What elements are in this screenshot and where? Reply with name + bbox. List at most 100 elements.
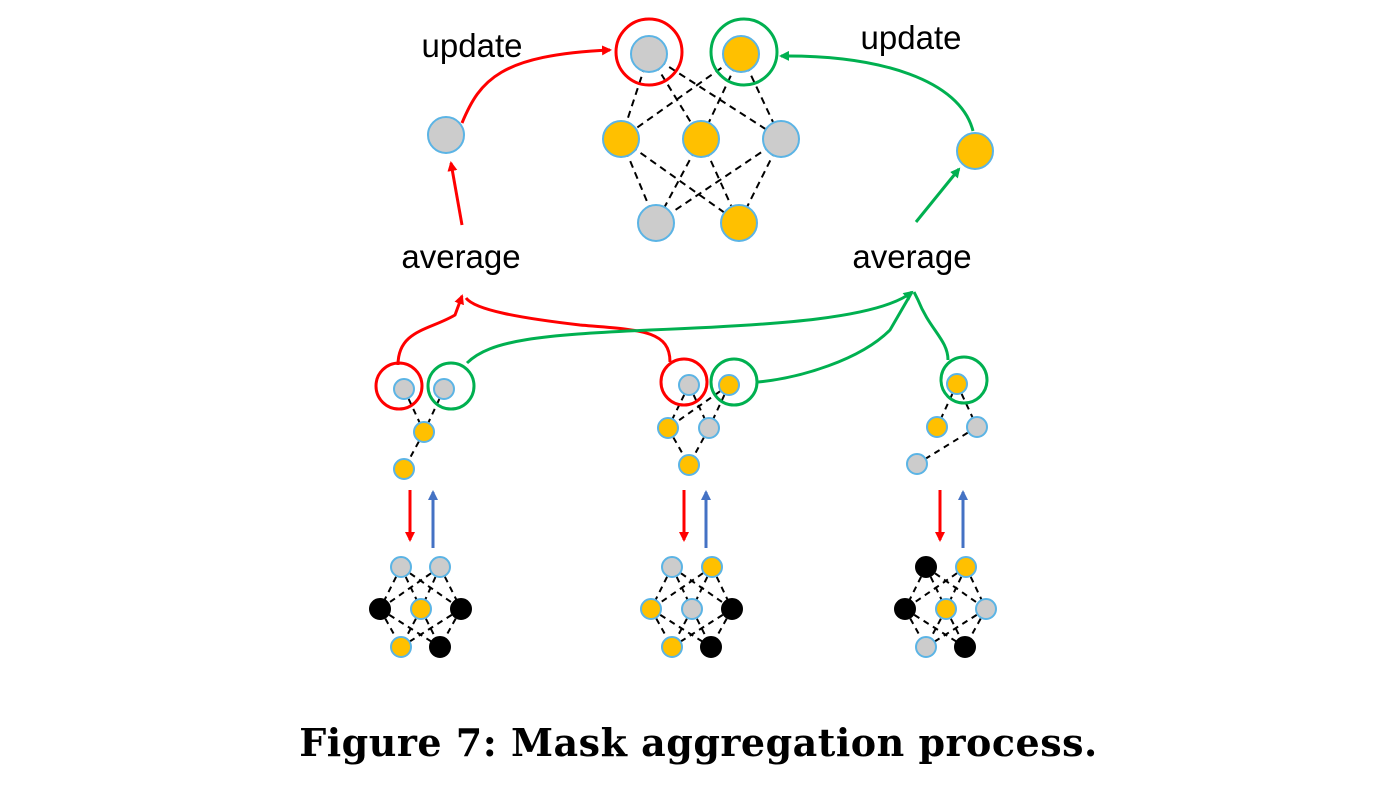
mask-node-gray	[678, 374, 700, 396]
net-edge	[650, 608, 712, 648]
collect-arrow-red-client2	[464, 296, 672, 363]
net-node-gray	[429, 556, 451, 578]
highlight-ring-red	[614, 17, 684, 87]
mask-edge	[936, 383, 958, 428]
global-node-gray	[762, 120, 800, 158]
average-label-left: average	[401, 238, 520, 275]
mask-node-yellow	[678, 454, 700, 476]
highlight-ring-green	[709, 17, 779, 87]
client3-mask	[906, 355, 989, 475]
global-node-yellow	[682, 120, 720, 158]
figure-caption: Figure 7: Mask aggregation process.	[299, 720, 1098, 765]
collect-arrow-green-client2	[757, 291, 914, 384]
update-label-right: update	[861, 19, 962, 56]
mask-node-yellow	[718, 374, 740, 396]
mask-edge	[423, 388, 445, 433]
net-edge	[379, 566, 441, 610]
global-node-yellow	[722, 35, 760, 73]
update-arrow-green	[779, 50, 975, 132]
net-edge	[439, 566, 462, 610]
net-node-yellow	[955, 556, 977, 578]
client1-exchange-arrows	[405, 490, 438, 548]
mask-node-gray	[698, 417, 720, 439]
net-edge	[379, 566, 402, 610]
client3-exchange-arrows	[935, 490, 968, 548]
net-node-black	[700, 636, 722, 658]
net-edge	[904, 566, 967, 610]
averaged-node-yellow	[956, 132, 994, 170]
net-node-gray	[681, 598, 703, 620]
global-node-gray	[630, 35, 668, 73]
net-edge	[671, 608, 733, 648]
net-node-yellow	[390, 636, 412, 658]
update-arrow-red	[460, 45, 612, 124]
update-label-left: update	[422, 27, 523, 64]
net-node-gray	[390, 556, 412, 578]
net-edge	[904, 566, 927, 610]
net-edge	[904, 608, 966, 648]
net-node-black	[429, 636, 451, 658]
mask-node-yellow	[413, 421, 435, 443]
mask-edge	[916, 426, 978, 465]
mask-edge	[667, 384, 690, 429]
net-node-black	[915, 556, 937, 578]
client1-ring-red	[374, 361, 424, 411]
mask-edge	[708, 384, 730, 429]
mask-node-gray	[393, 378, 415, 400]
collect-arrow-red-client1	[396, 294, 464, 366]
net-node-black	[894, 598, 916, 620]
client1-mask	[374, 361, 476, 480]
client1-network	[369, 556, 472, 658]
client1-ring-green	[426, 361, 476, 411]
collect-arrow-green-client1	[465, 290, 914, 365]
global-nodes	[602, 35, 800, 242]
client2-ring-green	[709, 357, 759, 407]
net-node-yellow	[640, 598, 662, 620]
global-node-yellow	[602, 120, 640, 158]
mask-edge	[667, 384, 730, 429]
net-node-gray	[975, 598, 997, 620]
client2-network	[640, 556, 743, 658]
client3-ring-green	[939, 355, 989, 405]
net-edge	[925, 608, 987, 648]
mask-node-gray	[433, 378, 455, 400]
net-node-gray	[661, 556, 683, 578]
mask-aggregation-diagram: update update average average	[369, 17, 997, 658]
net-node-black	[721, 598, 743, 620]
global-edge	[620, 138, 740, 224]
averaged-node-gray	[427, 116, 465, 154]
net-edge	[650, 566, 713, 610]
average-arrow-green	[914, 167, 961, 223]
net-node-yellow	[701, 556, 723, 578]
client2-mask	[657, 357, 759, 476]
client2-ring-red	[659, 357, 709, 407]
global-node-yellow	[720, 204, 758, 242]
global-edge	[655, 138, 782, 224]
collect-arrow-green-client3	[912, 291, 950, 361]
net-edge	[379, 608, 441, 648]
net-node-gray	[915, 636, 937, 658]
net-node-yellow	[661, 636, 683, 658]
mask-node-yellow	[393, 458, 415, 480]
mask-node-yellow	[657, 417, 679, 439]
net-node-black	[954, 636, 976, 658]
net-edge	[400, 608, 462, 648]
client2-exchange-arrows	[679, 490, 711, 548]
mask-edge	[403, 388, 425, 433]
mask-node-yellow	[926, 416, 948, 438]
mask-node-gray	[906, 453, 928, 475]
net-node-black	[369, 598, 391, 620]
global-edge	[620, 53, 742, 140]
net-node-yellow	[935, 598, 957, 620]
mask-node-yellow	[946, 373, 968, 395]
net-node-black	[450, 598, 472, 620]
net-edge	[650, 566, 673, 610]
mask-edge	[956, 383, 978, 428]
client3-network	[894, 556, 997, 658]
net-node-yellow	[410, 598, 432, 620]
mask-node-gray	[966, 416, 988, 438]
average-arrow-red	[447, 161, 464, 226]
global-node-gray	[637, 204, 675, 242]
global-edge	[648, 53, 782, 140]
